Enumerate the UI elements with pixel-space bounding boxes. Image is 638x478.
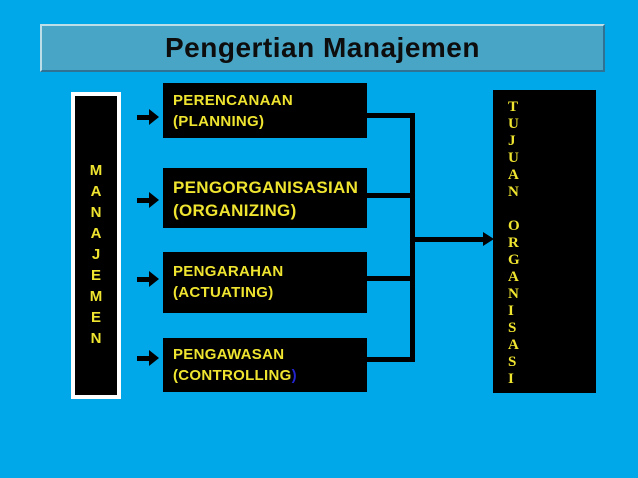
arrow-head bbox=[149, 271, 159, 287]
organisasi-letter: A bbox=[508, 337, 519, 353]
manajemen-box: M A N A J E M E N bbox=[71, 92, 121, 399]
arrow-shaft bbox=[137, 356, 149, 361]
main-arrow-shaft bbox=[410, 237, 483, 242]
process-box-controlling: PENGAWASAN (CONTROLLING) bbox=[163, 338, 367, 392]
page-title: Pengertian Manajemen bbox=[165, 32, 480, 63]
process-alias: (PLANNING) bbox=[173, 113, 265, 130]
manajemen-letter: J bbox=[91, 246, 101, 263]
main-arrow-head-icon bbox=[483, 232, 494, 246]
tujuan-letter: A bbox=[508, 167, 519, 183]
organisasi-letter: A bbox=[508, 269, 519, 285]
connector-line bbox=[367, 276, 415, 281]
process-name: PERENCANAAN bbox=[173, 92, 293, 109]
process-name: PENGORGANISASIAN bbox=[173, 178, 359, 197]
process-alias: (ACTUATING) bbox=[173, 284, 274, 301]
tujuan-letter: J bbox=[508, 133, 516, 149]
connector-line bbox=[367, 113, 415, 118]
arrow-head bbox=[149, 109, 159, 125]
manajemen-letter: N bbox=[90, 330, 102, 347]
arrow-right-icon bbox=[137, 350, 159, 366]
manajemen-letter: E bbox=[90, 309, 101, 326]
manajemen-letter: A bbox=[90, 225, 102, 242]
manajemen-letter: N bbox=[90, 204, 102, 221]
manajemen-letter: M bbox=[89, 162, 103, 179]
organisasi-letter: I bbox=[508, 303, 514, 319]
arrow-right-icon bbox=[137, 109, 159, 125]
organisasi-letter: G bbox=[508, 252, 520, 268]
arrow-head bbox=[149, 192, 159, 208]
process-name: PENGAWASAN bbox=[173, 346, 285, 363]
connector-line bbox=[367, 357, 415, 362]
process-name: PENGARAHAN bbox=[173, 263, 284, 280]
process-alias: (CONTROLLING) bbox=[173, 367, 297, 384]
manajemen-letter: M bbox=[89, 288, 103, 305]
arrow-head bbox=[149, 350, 159, 366]
tujuan-letter: T bbox=[508, 99, 519, 115]
organisasi-letter: N bbox=[508, 286, 519, 302]
arrow-right-icon bbox=[137, 192, 159, 208]
letter-gap bbox=[508, 201, 596, 218]
title-box: Pengertian Manajemen bbox=[40, 24, 605, 72]
arrow-shaft bbox=[137, 198, 149, 203]
blue-paren: ) bbox=[291, 367, 297, 384]
tujuan-letter: U bbox=[508, 150, 519, 166]
process-alias: (ORGANIZING) bbox=[173, 201, 297, 220]
connector-line bbox=[367, 193, 415, 198]
organisasi-letter: S bbox=[508, 354, 517, 370]
organisasi-letter: R bbox=[508, 235, 519, 251]
arrow-shaft bbox=[137, 277, 149, 282]
arrow-shaft bbox=[137, 115, 149, 120]
organisasi-letter: I bbox=[508, 371, 514, 387]
manajemen-letter: A bbox=[90, 183, 102, 200]
organisasi-letter: O bbox=[508, 218, 520, 234]
manajemen-letter: E bbox=[90, 267, 101, 284]
organisasi-letter: S bbox=[508, 320, 517, 336]
tujuan-letter: N bbox=[508, 184, 519, 200]
tujuan-organisasi-box: T U J U A N O R G A N I S A S I bbox=[493, 90, 596, 393]
tujuan-letter: U bbox=[508, 116, 519, 132]
process-box-planning: PERENCANAAN (PLANNING) bbox=[163, 83, 367, 138]
process-box-actuating: PENGARAHAN (ACTUATING) bbox=[163, 252, 367, 313]
process-box-organizing: PENGORGANISASIAN (ORGANIZING) bbox=[163, 168, 367, 228]
arrow-right-icon bbox=[137, 271, 159, 287]
